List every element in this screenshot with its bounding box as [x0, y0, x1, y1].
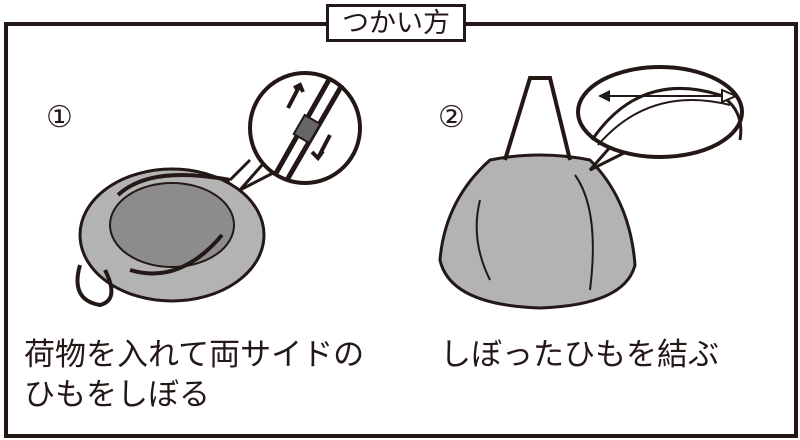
- step1-bag-illustration: [75, 158, 266, 308]
- step1-caption-line1: 荷物を入れて両サイドの: [24, 337, 365, 373]
- step2-bag-illustration: [438, 76, 637, 310]
- step1-number: ①: [46, 100, 73, 135]
- step1-caption-line2: ひもをしぼる: [24, 377, 210, 413]
- page-title: つかい方: [326, 4, 466, 42]
- step1-zoom-callout: [238, 71, 362, 192]
- step2-caption: しぼったひもを結ぶ: [440, 337, 719, 373]
- step2-number: ②: [438, 100, 465, 135]
- step2-zoom-callout: [576, 65, 744, 172]
